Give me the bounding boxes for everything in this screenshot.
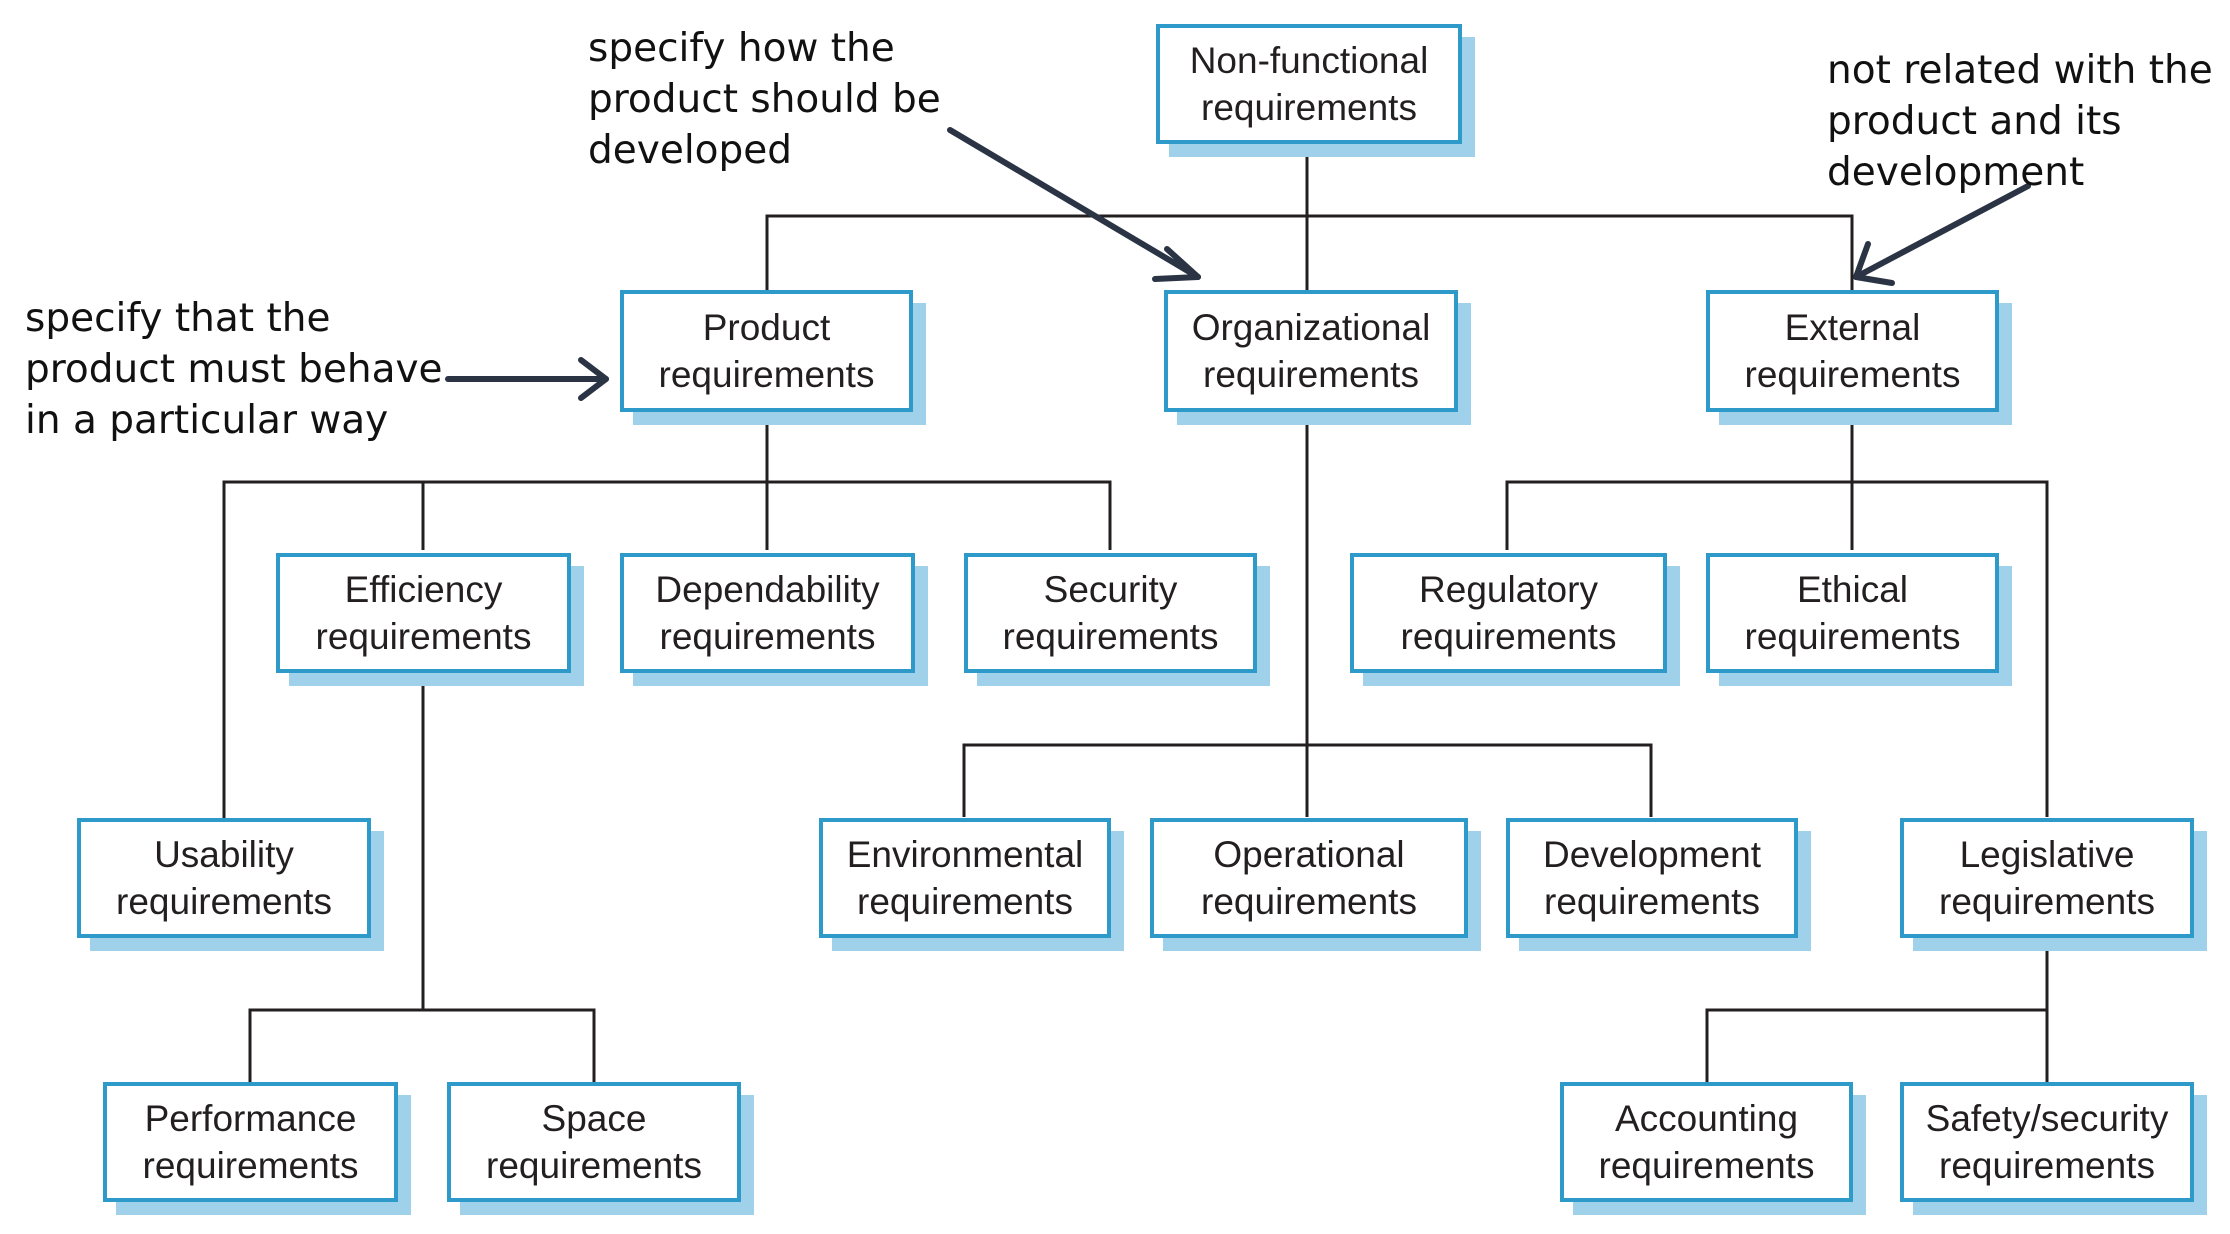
node-label-line2: requirements: [857, 881, 1073, 922]
node-organizational-requirements: Organizational requirements: [1164, 290, 1458, 412]
annotation-line2: product must behave: [25, 347, 443, 392]
node-ethical-requirements: Ethical requirements: [1706, 553, 1999, 673]
annotation-line1: specify that the: [25, 296, 331, 341]
node-accounting-requirements: Accounting requirements: [1560, 1082, 1853, 1202]
arrowhead-product: [578, 357, 609, 401]
node-label-line1: Legislative: [1959, 834, 2135, 875]
node-label-line2: requirements: [1939, 881, 2155, 922]
node-label-line2: requirements: [315, 616, 532, 657]
node-label-line2: requirements: [1744, 354, 1961, 395]
node-label-line2: requirements: [659, 616, 876, 657]
node-security-requirements: Security requirements: [964, 553, 1257, 673]
node-operational-requirements: Operational requirements: [1150, 818, 1468, 938]
arrowhead-organizational: [1152, 246, 1201, 282]
annotation-line2: product and its: [1827, 99, 2122, 144]
node-label-line1: Safety/security: [1925, 1098, 2169, 1139]
node-label-line1: Product: [702, 307, 831, 348]
node-performance-requirements: Performance requirements: [103, 1082, 398, 1202]
node-label-line2: requirements: [1203, 354, 1419, 395]
arrowhead-external: [1853, 241, 1895, 286]
annotation-external: not related with the product and its dev…: [1827, 45, 2213, 198]
connector-external-bar: [1505, 480, 2049, 817]
node-label-line1: Regulatory: [1419, 569, 1598, 610]
annotation-line1: specify how the: [588, 26, 895, 71]
node-label-line1: Non-functional: [1189, 40, 1429, 81]
node-nonfunctional-requirements: Non-functional requirements: [1156, 24, 1462, 144]
node-label-line1: Operational: [1213, 834, 1405, 875]
node-label-line2: requirements: [1939, 1145, 2155, 1186]
node-label-line2: requirements: [116, 881, 332, 922]
node-dependability-requirements: Dependability requirements: [620, 553, 915, 673]
annotation-organizational: specify how the product should be develo…: [588, 23, 941, 176]
node-label-line1: Organizational: [1191, 307, 1431, 348]
node-product-requirements: Product requirements: [620, 290, 913, 412]
node-label-line1: External: [1784, 307, 1921, 348]
annotation-line2: product should be: [588, 77, 941, 122]
node-label-line2: requirements: [1400, 616, 1617, 657]
node-label-line2: requirements: [1201, 881, 1417, 922]
node-label-line1: Accounting: [1614, 1098, 1799, 1139]
annotation-line3: in a particular way: [25, 398, 389, 443]
arrow-organizational: [947, 127, 1201, 280]
connector-efficiency-bar: [248, 1008, 596, 1090]
connector-organizational-bar: [962, 743, 1653, 817]
node-label-line2: requirements: [1002, 616, 1219, 657]
node-label-line2: requirements: [142, 1145, 359, 1186]
node-label-line2: requirements: [658, 354, 875, 395]
node-label-line2: requirements: [1598, 1145, 1815, 1186]
node-external-requirements: External requirements: [1706, 290, 1999, 412]
node-label-line2: requirements: [1544, 881, 1760, 922]
node-label-line1: Space: [541, 1098, 647, 1139]
annotation-line3: developed: [588, 128, 793, 173]
node-regulatory-requirements: Regulatory requirements: [1350, 553, 1667, 673]
connector-legislative-bar: [1705, 1008, 2049, 1090]
node-safety-security-requirements: Safety/security requirements: [1900, 1082, 2194, 1202]
node-legislative-requirements: Legislative requirements: [1900, 818, 2194, 938]
node-label-line1: Performance: [144, 1098, 357, 1139]
node-label-line1: Ethical: [1796, 569, 1909, 610]
arrow-external: [1853, 183, 2031, 280]
node-label-line1: Environmental: [846, 834, 1084, 875]
annotation-product: specify that the product must behave in …: [25, 293, 443, 446]
node-label-line2: requirements: [1201, 87, 1417, 128]
node-label-line2: requirements: [486, 1145, 702, 1186]
node-label-line1: Usability: [154, 834, 294, 875]
annotation-line3: development: [1827, 150, 2085, 195]
node-environmental-requirements: Environmental requirements: [819, 818, 1111, 938]
node-label-line1: Development: [1542, 834, 1761, 875]
node-development-requirements: Development requirements: [1506, 818, 1798, 938]
node-label-line1: Efficiency: [344, 569, 503, 610]
connector-product-bar: [222, 480, 1112, 834]
node-efficiency-requirements: Efficiency requirements: [276, 553, 571, 673]
node-label-line1: Security: [1043, 569, 1178, 610]
annotation-line1: not related with the: [1827, 48, 2213, 93]
node-space-requirements: Space requirements: [447, 1082, 741, 1202]
node-usability-requirements: Usability requirements: [77, 818, 371, 938]
node-label-line2: requirements: [1744, 616, 1961, 657]
node-label-line1: Dependability: [655, 569, 880, 610]
connector-level1-bar: [765, 214, 1854, 295]
